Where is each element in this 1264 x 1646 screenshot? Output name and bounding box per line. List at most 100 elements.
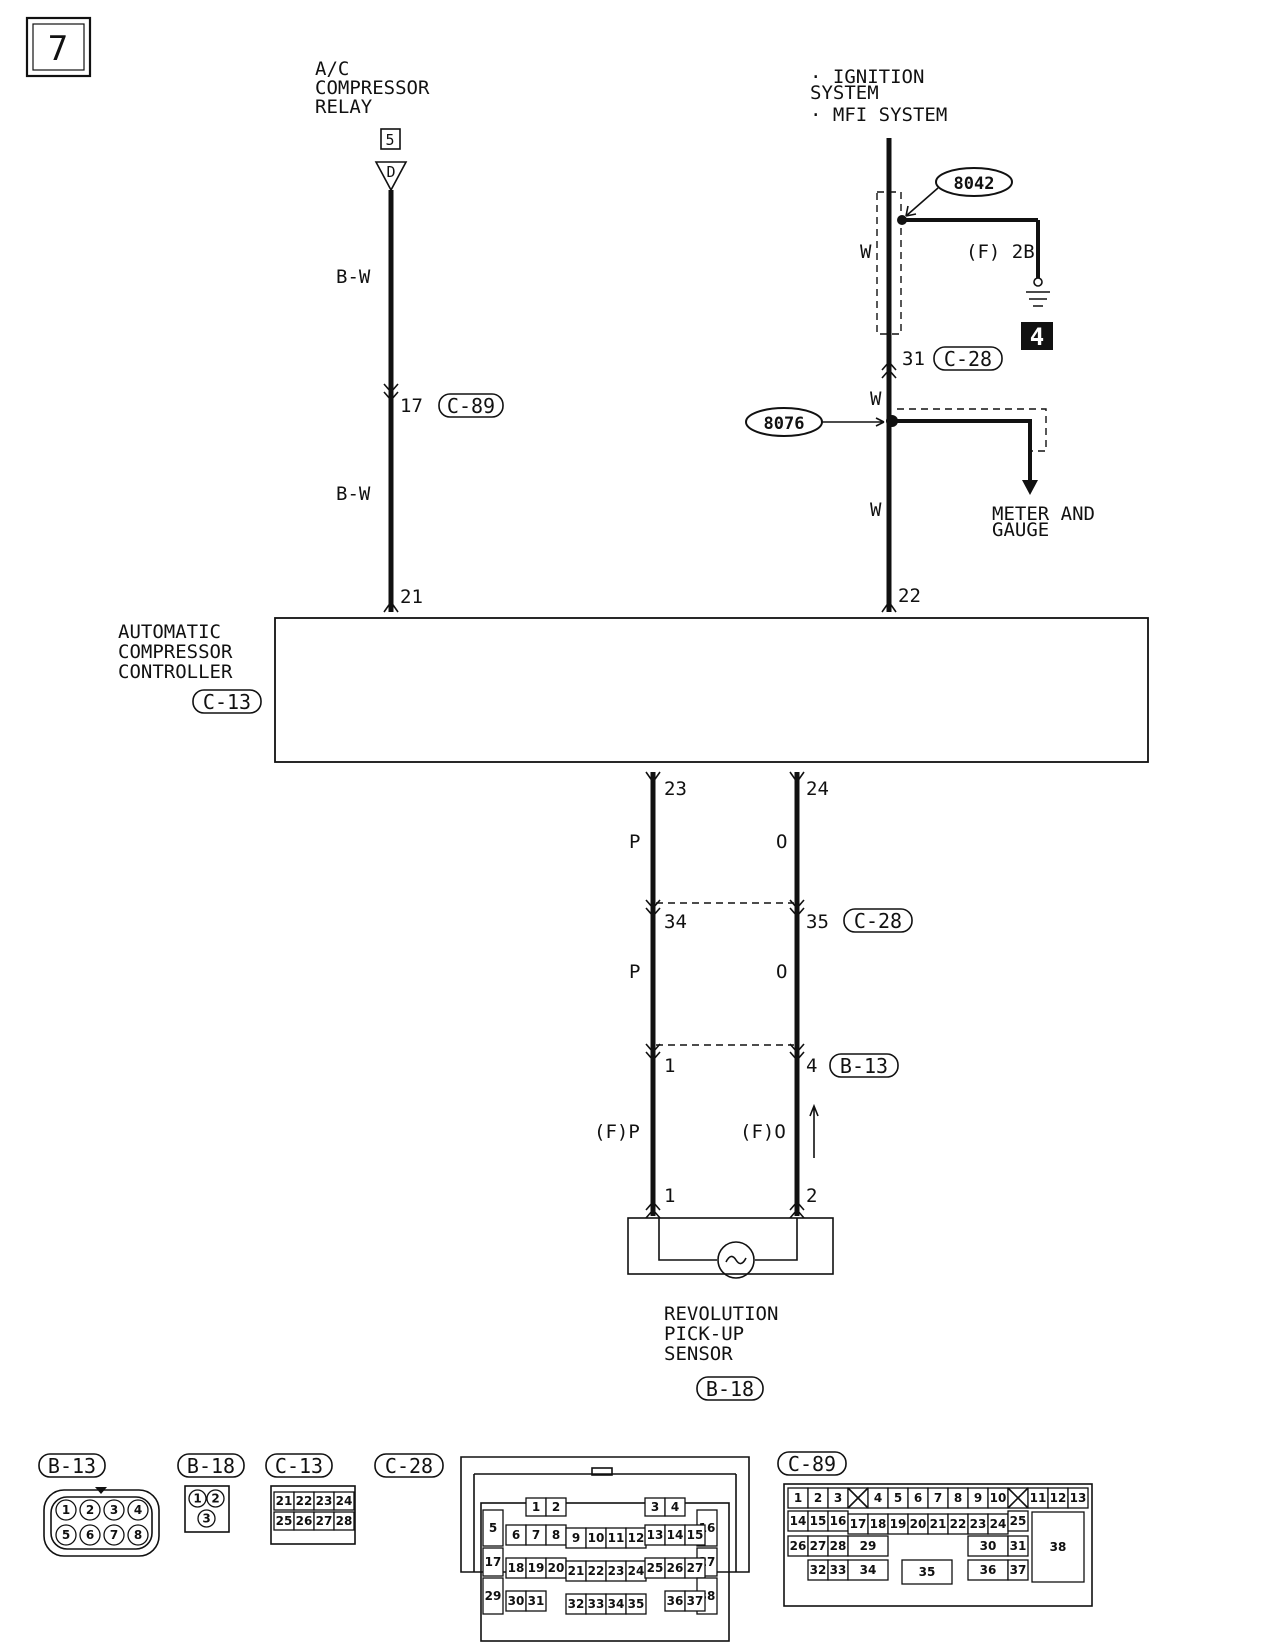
connector-pin-label: 12 (628, 1531, 645, 1545)
connector-pin-label: 35 (919, 1565, 936, 1579)
blank-cavity-icon (847, 1487, 869, 1509)
wire-color-o-1: O (776, 831, 787, 853)
connector-c89-marker (383, 383, 399, 402)
connector-pin-label: 15 (810, 1514, 827, 1528)
connector-pin (545, 1497, 567, 1517)
blank-cavity-icon (1007, 1487, 1029, 1509)
connector-pin-label: 36 (667, 1594, 684, 1608)
pin-23: 23 (664, 778, 687, 800)
ground-ref-box (1021, 322, 1053, 350)
connector-pin-label: 28 (830, 1539, 847, 1553)
connector-pin-label: 23 (970, 1517, 987, 1531)
meter-line-2: GAUGE (992, 519, 1049, 541)
connector-pin-label: 19 (528, 1561, 545, 1575)
connector-pin-label: 8 (134, 1528, 142, 1542)
connector-pin-label: 10 (990, 1491, 1007, 1505)
connector-pin-label: 3 (651, 1500, 659, 1514)
pin-sensor-2: 2 (806, 1185, 817, 1207)
connector-pin-label: 3 (834, 1491, 842, 1505)
connector-pin-label: 28 (336, 1514, 353, 1528)
pin-21-marker (383, 600, 399, 613)
connector-pin-label: 4 (874, 1491, 882, 1505)
view-c89-label: C-89 (788, 1452, 836, 1476)
tag-c89 (438, 393, 504, 418)
connector-pin-label: 33 (830, 1563, 847, 1577)
view-c13-body (270, 1485, 356, 1545)
connector-pin-label: 6 (512, 1528, 520, 1542)
connector-pin-label: 6 (914, 1491, 922, 1505)
pin-sensor-1: 1 (664, 1185, 675, 1207)
view-b13-body (43, 1489, 160, 1557)
connector-pin-label: 29 (860, 1539, 877, 1553)
wire-color-w-3: W (870, 499, 882, 521)
connector-pin-label: 17 (850, 1517, 867, 1531)
splice-8042-arrow (905, 187, 939, 217)
tag-c13 (192, 689, 262, 714)
pin-4: 4 (806, 1055, 817, 1077)
connector-pin-label: 30 (508, 1594, 525, 1608)
connector-pin (664, 1497, 686, 1517)
connector-pin-label: 26 (296, 1514, 313, 1528)
pin-31-marker (881, 360, 897, 379)
connector-pin-label: 27 (810, 1539, 827, 1553)
view-b18-tag (177, 1453, 245, 1478)
connector-pin-label: 34 (608, 1597, 625, 1611)
sensor-box (627, 1217, 834, 1275)
controller-title-3: CONTROLLER (118, 661, 233, 683)
connector-pin-label: 22 (296, 1494, 313, 1508)
connector-pin-label: 13 (1070, 1491, 1087, 1505)
pin-22-marker (881, 600, 897, 613)
pin-24: 24 (806, 778, 829, 800)
connector-pin-label: 25 (276, 1514, 293, 1528)
pin-35: 35 (806, 911, 829, 933)
tag-c28-lower-text: C-28 (854, 909, 902, 933)
view-c28-label: C-28 (385, 1454, 433, 1478)
connector-pin-label: 5 (62, 1528, 70, 1542)
connector-pin (127, 1499, 149, 1521)
tag-b13-text: B-13 (840, 1054, 888, 1078)
view-c89-body (783, 1483, 1093, 1607)
connector-pin (206, 1489, 225, 1508)
connector-pin (1031, 1511, 1085, 1583)
connector-pin-label: 3 (202, 1512, 210, 1526)
connector-pin (188, 1489, 207, 1508)
wire-color-bw-2: B-W (336, 483, 371, 505)
pin-34: 34 (664, 911, 687, 933)
connector-pin-label: 36 (980, 1563, 997, 1577)
connector-pin-label: 20 (548, 1561, 565, 1575)
connector-pin-label: 2 (86, 1503, 94, 1517)
connector-pin-label: 22 (588, 1564, 605, 1578)
connector-pin (847, 1535, 889, 1557)
tag-b18-text: B-18 (706, 1377, 754, 1401)
connector-pin-label: 10 (588, 1531, 605, 1545)
connector-pin (333, 1511, 355, 1531)
pin-21: 21 (400, 586, 423, 608)
connector-pin (625, 1593, 647, 1615)
connector-pin-label: 2 (814, 1491, 822, 1505)
wire-color-fp: (F)P (594, 1121, 640, 1143)
page-number: 7 (48, 29, 68, 69)
connector-pin (79, 1499, 101, 1521)
connector-pin-label: 8 (552, 1528, 560, 1542)
view-b18-label: B-18 (187, 1454, 235, 1478)
view-c28-tag (374, 1453, 444, 1478)
connector-pin-label: 27 (316, 1514, 333, 1528)
connector-pin-label: 18 (870, 1517, 887, 1531)
sensor-title-3: SENSOR (664, 1343, 733, 1365)
pin-31: 31 (902, 348, 925, 370)
tag-c28-upper (933, 346, 1003, 371)
view-b18-body (184, 1485, 230, 1533)
connector-pin (1007, 1510, 1029, 1532)
connector-pin (684, 1524, 706, 1546)
connector-pin-label: 1 (794, 1491, 802, 1505)
connector-pin (127, 1524, 149, 1546)
connector-pin-label: 37 (687, 1594, 704, 1608)
connector-pin-label: 22 (950, 1517, 967, 1531)
connector-pin-label: 32 (568, 1597, 585, 1611)
splice-8042: 8042 (954, 174, 995, 194)
view-c28-body (460, 1456, 750, 1573)
